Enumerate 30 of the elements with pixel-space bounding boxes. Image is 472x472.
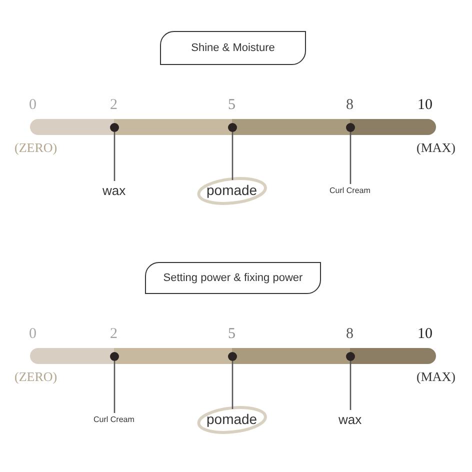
product-label: wax [338,412,362,426]
product-label: pomade [206,411,258,427]
scale-number: 2 [110,96,118,114]
scale-number: 10 [418,326,432,342]
leader-line [232,132,234,180]
product-label: Curl Cream [94,414,134,424]
section-title: Shine & Moisture [191,42,275,54]
leader-line [232,361,234,409]
section-title: Setting power & fixing power [163,272,303,284]
leader-line [350,132,352,184]
scale-end-label: (ZERO) [14,369,58,385]
scale-number: 5 [228,96,236,114]
title-box [145,262,321,294]
scale-number: 10 [418,96,432,114]
scale-number: 0 [29,326,36,342]
leader-line [114,361,116,413]
scale-number: 8 [346,326,354,342]
product-label: pomade [206,182,258,198]
product-label: wax [102,182,126,198]
scale-number: 2 [110,326,118,342]
scale-number: 8 [346,96,354,114]
product-label: Curl Cream [330,186,370,194]
leader-line [114,132,116,181]
scale-end-label: (ZERO) [14,140,58,156]
leader-line [350,361,352,410]
title-box [160,31,306,65]
scale-end-label: (MAX) [416,369,456,385]
scale-number: 0 [29,96,36,114]
scale-number: 5 [228,326,236,342]
scale-end-label: (MAX) [416,140,456,156]
